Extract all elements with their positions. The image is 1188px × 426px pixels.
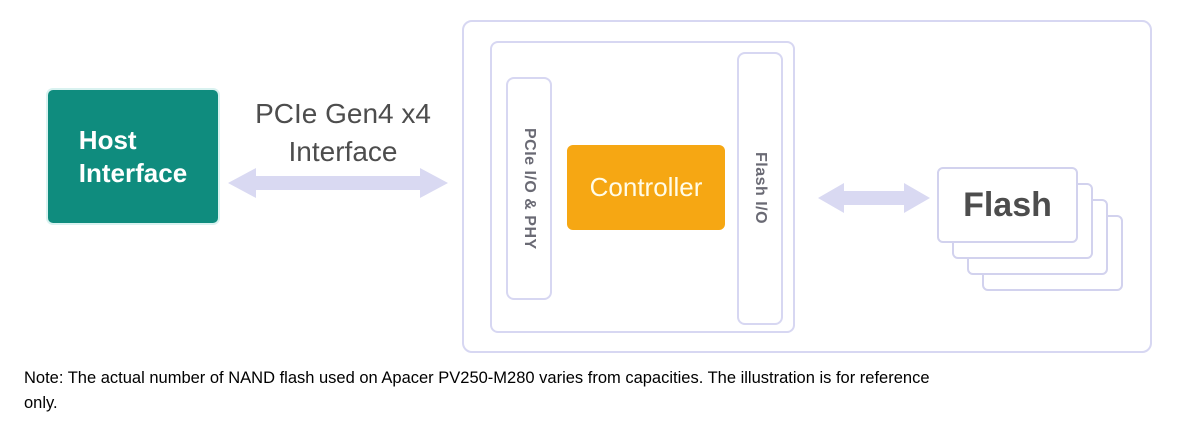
controller-label: Controller [589, 172, 703, 202]
host-to-module-double-arrow-icon [228, 168, 448, 198]
pcie-gen4-interface-label: PCIe Gen4 x4 Interface [238, 95, 448, 171]
controller-box: Controller [567, 145, 725, 230]
host-interface-label: Host Interface [79, 124, 187, 190]
host-interface-label-line1: Host [78, 124, 137, 155]
footnote: Note: The actual number of NAND flash us… [24, 366, 1164, 416]
pcie-io-phy-label: PCIe I/O & PHY [521, 127, 538, 250]
flash-card-front: Flash [937, 167, 1078, 243]
ssd-module-outer-box [462, 20, 1152, 353]
flash-label: Flash [963, 185, 1052, 224]
flash-io-box: Flash I/O [737, 52, 783, 325]
host-interface-box: Host Interface [48, 90, 218, 223]
footnote-line2: only. [24, 394, 58, 412]
pcie-gen4-interface-label-line2: Interface [288, 136, 398, 167]
pcie-io-phy-box: PCIe I/O & PHY [506, 77, 552, 300]
flash-io-label: Flash I/O [752, 152, 769, 225]
footnote-line1: Note: The actual number of NAND flash us… [24, 369, 930, 387]
controller-package-inner-box [490, 41, 795, 333]
pcie-gen4-interface-label-line1: PCIe Gen4 x4 [255, 98, 431, 129]
module-to-flash-double-arrow-icon [818, 183, 930, 213]
host-interface-label-line2: Interface [78, 157, 188, 188]
